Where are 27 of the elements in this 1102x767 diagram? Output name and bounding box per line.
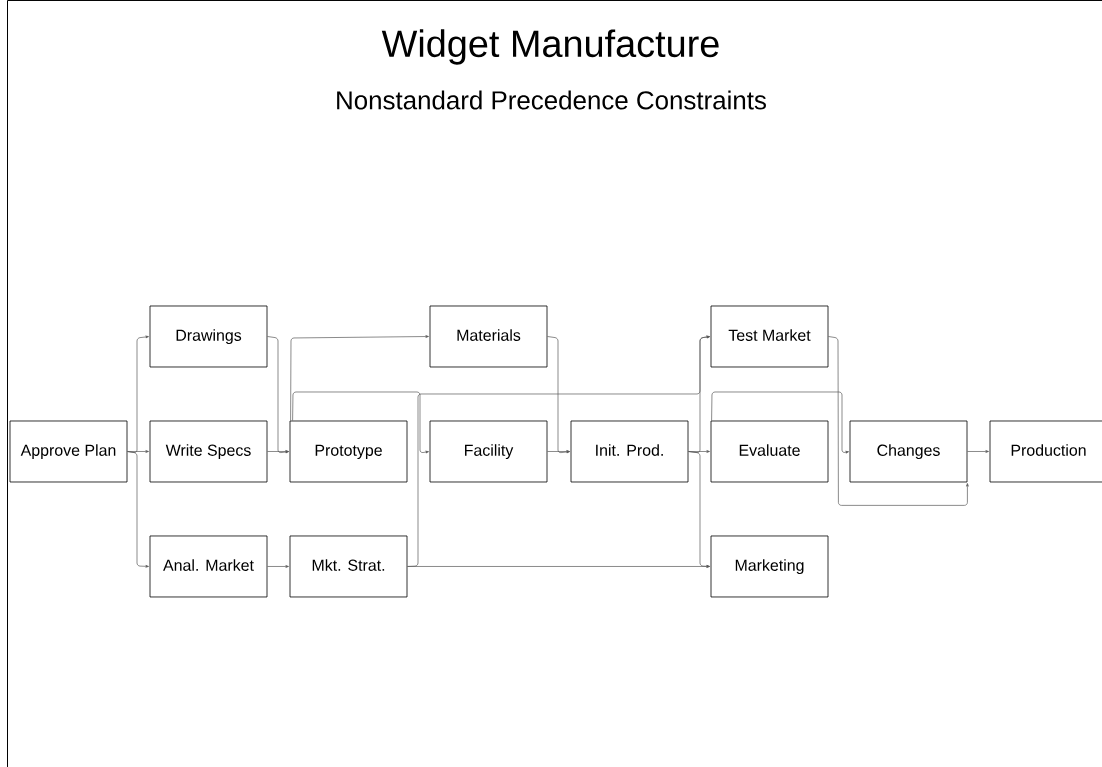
- arrow: [267, 336, 289, 454]
- task-box: Approve Plan: [9, 420, 128, 483]
- arrow: [267, 565, 289, 568]
- task-box: Anal. Market: [149, 535, 268, 598]
- arrow: [290, 335, 429, 421]
- arrow: [688, 451, 710, 568]
- task-box: Write Specs: [149, 420, 268, 483]
- task-box: Marketing: [710, 535, 829, 598]
- arrow: [407, 565, 710, 568]
- task-box: Prototype: [289, 420, 408, 483]
- title: Widget Manufacture: [381, 29, 719, 65]
- task-box: Evaluate: [710, 420, 829, 483]
- task-box: Mkt. Strat.: [289, 535, 408, 598]
- subtitle: Nonstandard Precedence Constraints: [337, 90, 766, 110]
- arrow: [711, 391, 849, 454]
- task-box: Materials: [429, 305, 548, 368]
- task-box: Production: [989, 420, 1102, 483]
- task-box: Changes: [849, 420, 968, 483]
- arrow: [292, 391, 429, 454]
- arrow: [547, 450, 570, 453]
- arrow: [127, 451, 149, 568]
- task-box: Facility: [429, 420, 548, 483]
- arrow: [967, 450, 989, 453]
- task-box: Test Market: [710, 305, 829, 368]
- task-box: Init. Prod.: [570, 420, 689, 483]
- arrow: [267, 450, 289, 453]
- task-box: Drawings: [149, 305, 268, 368]
